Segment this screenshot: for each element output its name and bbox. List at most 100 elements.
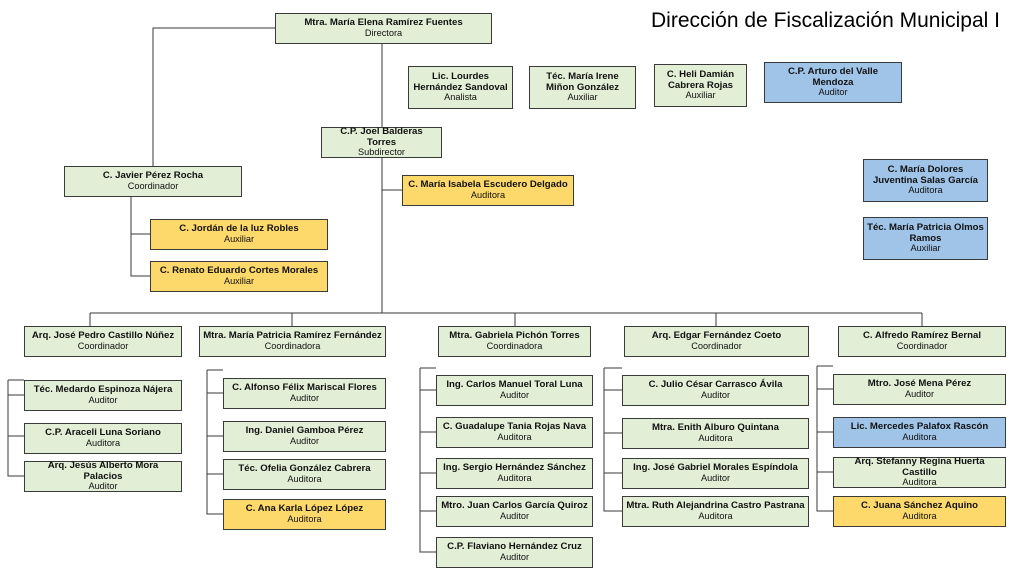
node-role: Auditor [499, 389, 530, 400]
node-coeto: Arq. Edgar Fernández Coeto Coordinador [624, 326, 809, 357]
node-role: Auditora [698, 510, 733, 521]
node-role: Auditora [470, 189, 506, 200]
node-dolores: C. María Dolores Juventina Salas García … [863, 159, 988, 202]
node-role: Auditor [700, 472, 731, 483]
node-irene: Téc. María Irene Miñon González Auxiliar [529, 66, 636, 109]
node-name: C. Javier Pérez Rocha [102, 170, 204, 182]
node-name: C. Jordán de la luz Robles [179, 223, 299, 235]
node-role: Auxiliar [685, 89, 716, 100]
node-role: Coordinador [127, 180, 179, 191]
node-role: Auxiliar [910, 242, 941, 253]
node-javier: C. Javier Pérez Rocha Coordinador [64, 166, 242, 197]
node-name: Mtra. Ruth Alejandrina Castro Pastrana [626, 500, 805, 512]
node-role: Subdirector [358, 146, 405, 157]
node-name: C. Juana Sánchez Aquino [861, 500, 978, 512]
node-jordan: C. Jordán de la luz Robles Auxiliar [150, 219, 328, 250]
node-role: Auditora [902, 510, 937, 521]
node-stefanny: Arq. Stefanny Regina Huerta Castillo Aud… [833, 457, 1006, 488]
node-role: Coordinador [691, 340, 742, 351]
node-name: Lic. Mercedes Palafox Rascón [850, 421, 989, 433]
node-daniel: Ing. Daniel Gamboa Pérez Auditor [223, 421, 386, 452]
node-medardo: Téc. Medardo Espinoza Nájera Auditor [24, 380, 182, 411]
node-gabriel: Ing. José Gabriel Morales Espíndola Audi… [622, 458, 809, 489]
node-role: Auditora [902, 431, 937, 442]
node-sergio: Ing. Sergio Hernández Sánchez Auditora [436, 458, 593, 489]
node-role: Auditor [904, 388, 935, 399]
node-role: Coordinador [896, 340, 948, 351]
node-role: Auxiliar [223, 233, 255, 244]
node-name: C. Alfonso Félix Mariscal Flores [232, 382, 377, 394]
node-name: Ing. Daniel Gamboa Pérez [245, 425, 364, 437]
node-jesus: Arq. Jesús Alberto Mora Palacios Auditor [24, 461, 182, 492]
node-subdirector: C.P. Joel Balderas Torres Subdirector [321, 127, 442, 158]
node-role: Coordinadora [486, 340, 543, 351]
node-araceli: C.P. Araceli Luna Soriano Auditora [24, 423, 182, 454]
node-arturo: C.P. Arturo del Valle Mendoza Auditor [764, 62, 902, 103]
node-role: Auditor [289, 392, 320, 403]
node-role: Auditora [287, 473, 322, 484]
node-carlos: Ing. Carlos Manuel Toral Luna Auditor [436, 375, 593, 406]
node-isabela: C. María Isabela Escudero Delgado Audito… [402, 175, 574, 206]
node-role: Auditor [818, 86, 848, 97]
node-name: Mtra. María Elena Ramírez Fuentes [304, 17, 463, 29]
node-role: Analista [444, 91, 477, 102]
node-name: C. Renato Eduardo Cortes Morales [159, 265, 319, 277]
node-name: C. Alfredo Ramírez Bernal [863, 330, 981, 342]
node-name: Ing. Carlos Manuel Toral Luna [446, 379, 583, 391]
node-name: Arq. Jesús Alberto Mora Palacios [47, 460, 159, 482]
node-name: Mtro. Juan Carlos García Quiroz [441, 500, 588, 512]
node-mena: Mtro. José Mena Pérez Auditor [833, 374, 1006, 405]
node-role: Auditor [499, 551, 530, 562]
node-name: Téc. María Irene Miñon González [545, 71, 620, 93]
node-mercedes: Lic. Mercedes Palafox Rascón Auditora [833, 417, 1006, 448]
node-ruth: Mtra. Ruth Alejandrina Castro Pastrana A… [622, 496, 809, 527]
node-name: Téc. Ofelia González Cabrera [238, 463, 371, 475]
node-bernal: C. Alfredo Ramírez Bernal Coordinador [838, 326, 1006, 357]
node-juan: Mtro. Juan Carlos García Quiroz Auditor [436, 496, 593, 527]
node-ramirez-fernandez: Mtra. María Patricia Ramírez Fernández C… [199, 326, 386, 357]
node-patricia-olmos: Téc. María Patricia Olmos Ramos Auxiliar [863, 217, 988, 260]
node-role: Auditor [88, 480, 118, 491]
node-name: Mtra. Gabriela Pichón Torres [449, 330, 580, 342]
node-name: C. María Dolores Juventina Salas García [872, 164, 979, 186]
node-name: C. Ana Karla López López [245, 503, 364, 515]
node-role: Auditor [88, 394, 118, 405]
node-role: Auditora [497, 472, 532, 483]
node-role: Coordinador [77, 340, 129, 351]
node-name: Arq. Stefanny Regina Huerta Castillo [854, 456, 985, 478]
node-name: C. María Isabela Escudero Delgado [408, 179, 568, 191]
node-name: Mtro. José Mena Pérez [867, 378, 972, 390]
node-name: Lic. Lourdes Hernández Sandoval [413, 71, 508, 93]
node-alfonso: C. Alfonso Félix Mariscal Flores Auditor [223, 378, 386, 409]
node-name: C.P. Flaviano Hernández Cruz [447, 541, 582, 553]
node-name: C.P. Araceli Luna Soriano [45, 427, 161, 439]
node-directora: Mtra. María Elena Ramírez Fuentes Direct… [275, 13, 492, 44]
node-role: Auditor [289, 435, 320, 446]
node-role: Auditora [908, 184, 943, 195]
node-role: Directora [364, 27, 403, 38]
node-name: C.P. Arturo del Valle Mendoza [787, 66, 879, 88]
node-role: Auditora [497, 431, 532, 442]
node-name: Téc. María Patricia Olmos Ramos [867, 222, 984, 244]
node-role: Auditora [902, 476, 937, 487]
node-role: Auditora [287, 513, 322, 524]
node-flaviano: C.P. Flaviano Hernández Cruz Auditor [436, 537, 593, 568]
node-heli: C. Heli Damián Cabrera Rojas Auxiliar [654, 64, 747, 107]
node-role: Auditor [700, 389, 731, 400]
node-role: Auxiliar [567, 91, 598, 102]
node-name: Téc. Medardo Espinoza Nájera [33, 384, 173, 396]
node-renato: C. Renato Eduardo Cortes Morales Auxilia… [150, 261, 328, 292]
node-name: C.P. Joel Balderas Torres [340, 126, 423, 148]
node-name: Arq. José Pedro Castillo Núñez [31, 330, 175, 342]
node-name: C. Guadalupe Tania Rojas Nava [442, 421, 587, 433]
node-name: Ing. José Gabriel Morales Espíndola [633, 462, 798, 474]
node-name: Mtra. María Patricia Ramírez Fernández [203, 330, 382, 342]
node-role: Auditora [698, 432, 733, 443]
node-name: C. Julio César Carrasco Ávila [648, 379, 783, 391]
node-julio: C. Julio César Carrasco Ávila Auditor [622, 375, 809, 406]
node-role: Coordinadora [264, 340, 321, 351]
node-lourdes: Lic. Lourdes Hernández Sandoval Analista [408, 66, 513, 109]
node-name: Arq. Edgar Fernández Coeto [651, 330, 782, 342]
node-name: Ing. Sergio Hernández Sánchez [443, 462, 586, 474]
